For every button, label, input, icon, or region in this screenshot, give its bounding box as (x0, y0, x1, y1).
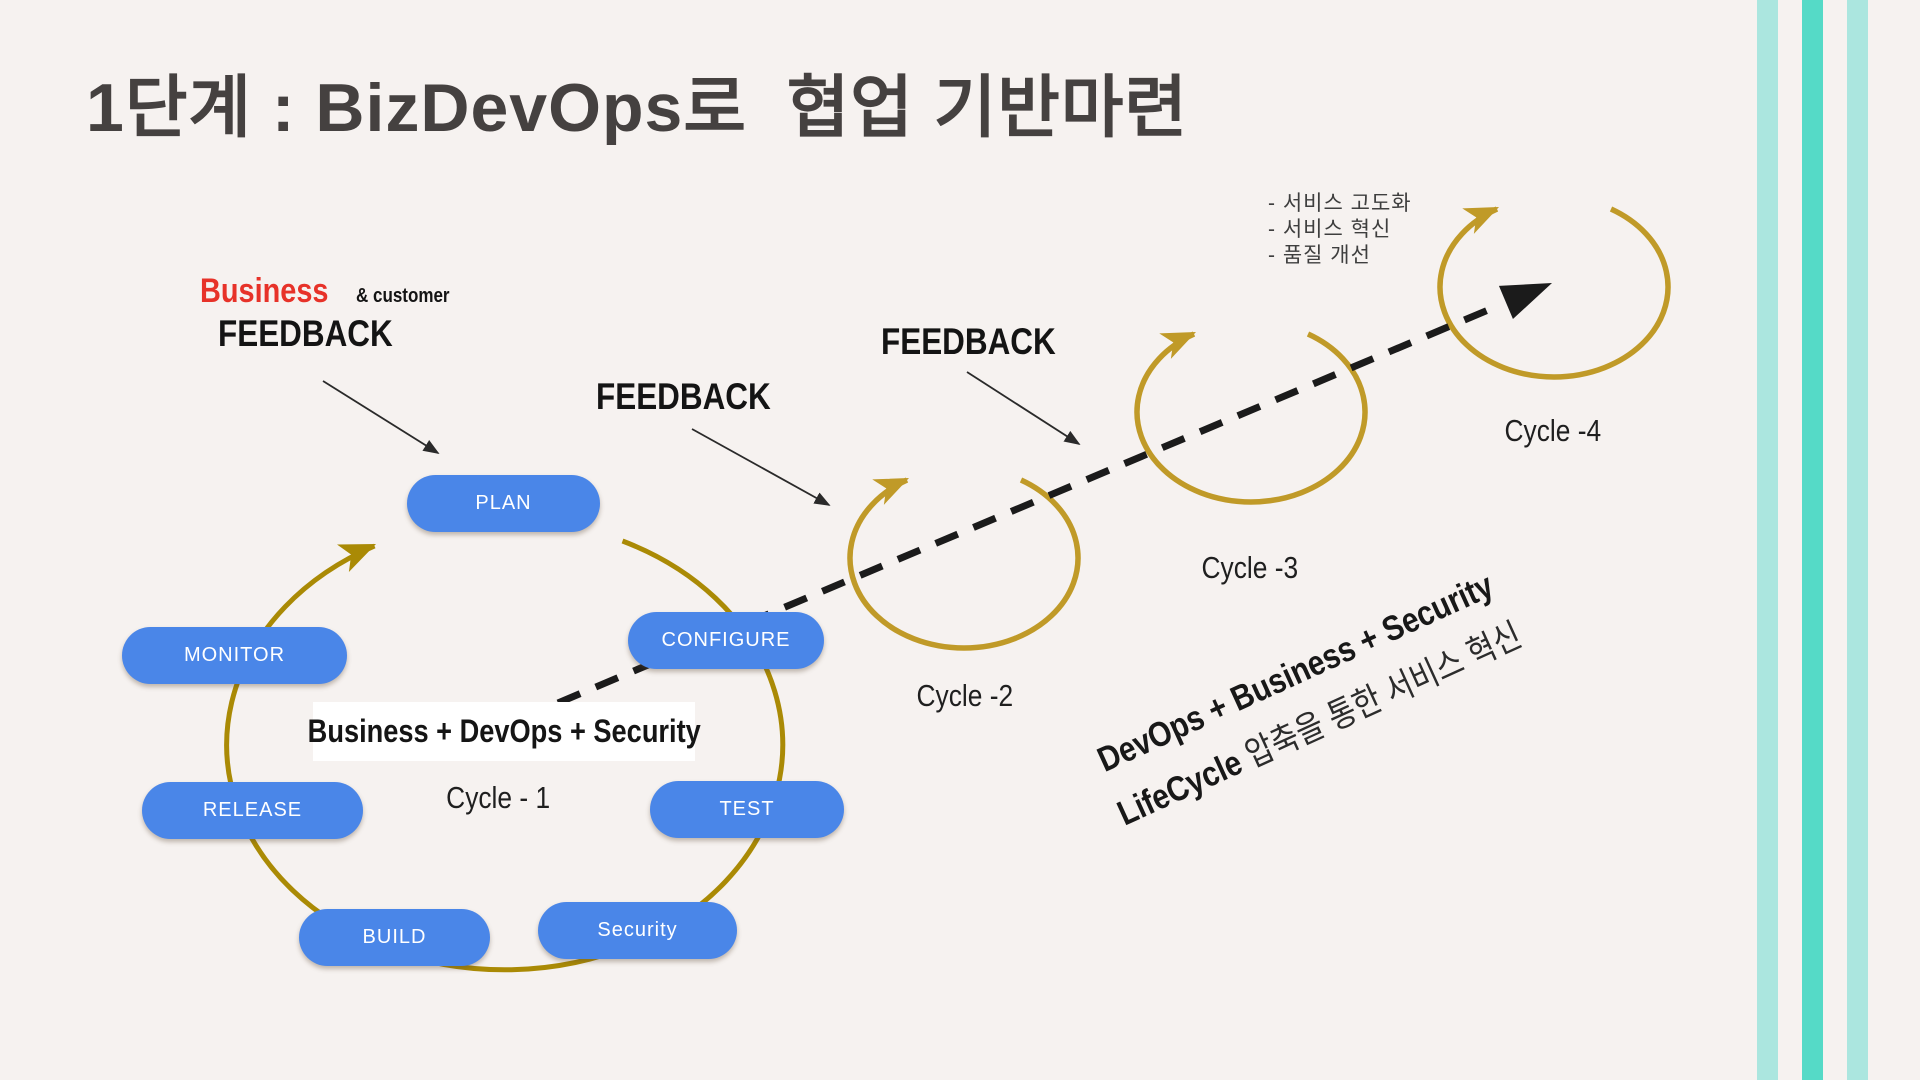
stage-pill-test-label: TEST (719, 798, 775, 820)
feedback-arrow-2 (691, 428, 831, 506)
stage-pill-security-label: Security (597, 919, 678, 941)
cycle4-loop-arrow (1437, 206, 1671, 380)
stage-pill-monitor: MONITOR (122, 627, 347, 684)
cycle1-label: Cycle - 1 (403, 780, 593, 816)
cycle2-label-text: Cycle -2 (916, 678, 1014, 713)
stage-pill-test: TEST (650, 781, 844, 838)
cycle4-label-text: Cycle -4 (1504, 413, 1602, 448)
cycle2-loop-arrow (847, 477, 1081, 651)
stripe-medium (1802, 0, 1823, 1080)
stage-pill-release-label: RELEASE (202, 799, 303, 821)
stripe-light-left (1757, 0, 1778, 1080)
benefit-item-2: - 서비스 혁신 (1268, 218, 1392, 241)
cycle3-label-text: Cycle -3 (1201, 550, 1299, 585)
business-label: Business (200, 272, 329, 310)
customer-label: & customer (355, 285, 450, 307)
cycle3-loop-arrow (1134, 331, 1368, 505)
benefit-item-3: - 품질 개선 (1268, 244, 1371, 267)
stripe-light-right (1847, 0, 1868, 1080)
cycle3-label: Cycle -3 (1155, 550, 1345, 586)
stage-pill-configure-label: CONFIGURE (661, 629, 791, 651)
feedback-arrow-3 (966, 371, 1081, 445)
stage-pill-plan: PLAN (407, 475, 600, 532)
feedback-label-middle: FEEDBACK (596, 376, 771, 417)
feedback-label-right: FEEDBACK (881, 321, 1056, 362)
cycle4-arrowhead-icon (1462, 207, 1499, 234)
stage-pill-plan-label: PLAN (475, 492, 532, 514)
stage-pill-build-label: BUILD (362, 926, 427, 948)
benefit-list: - 서비스 고도화 - 서비스 혁신 - 품질 개선 (1268, 191, 1412, 269)
growth-arrowhead-icon (1498, 283, 1552, 320)
stage-pill-build: BUILD (299, 909, 490, 966)
cycle4-label: Cycle -4 (1458, 413, 1648, 449)
benefit-item-1: - 서비스 고도화 (1268, 192, 1412, 215)
cycle1-arrowhead-icon (337, 544, 376, 573)
cycle1-center-label: Business + DevOps + Security (307, 702, 701, 761)
cycle2-label: Cycle -2 (870, 678, 1060, 714)
stage-pill-monitor-label: MONITOR (183, 644, 286, 666)
cycle1-loop-arrow (224, 538, 786, 973)
feedback-label-business: FEEDBACK (218, 313, 393, 354)
business-feedback-block: Business & customer FEEDBACK (200, 272, 466, 355)
stage-pill-release: RELEASE (142, 782, 363, 839)
page-title: 1단계 : BizDevOps로 협업 기반마련 (86, 70, 1188, 146)
feedback-arrow-1 (322, 380, 440, 454)
stage-pill-security: Security (538, 902, 737, 959)
cycle3-arrowhead-icon (1159, 332, 1196, 359)
stage-pill-configure: CONFIGURE (628, 612, 824, 669)
cycle1-center-label-text: Business + DevOps + Security (307, 713, 701, 749)
cycle2-arrowhead-icon (872, 478, 909, 505)
cycle1-label-text: Cycle - 1 (446, 780, 550, 815)
